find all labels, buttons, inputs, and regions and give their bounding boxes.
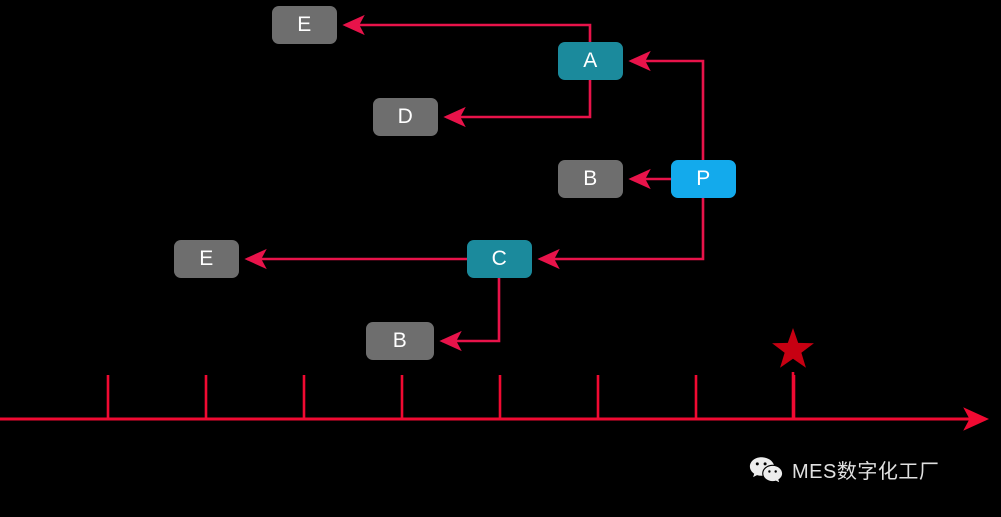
- timeline-group: [0, 328, 990, 431]
- edges-group: [244, 14, 705, 352]
- node-label: B: [583, 166, 598, 190]
- node-e-top[interactable]: E: [272, 6, 337, 44]
- edge-p-to-c: [537, 198, 705, 270]
- edge-p-to-a: [628, 50, 705, 160]
- node-d[interactable]: D: [373, 98, 438, 136]
- wechat-icon: [749, 456, 783, 484]
- node-label: D: [397, 104, 414, 128]
- node-a[interactable]: A: [558, 42, 623, 80]
- node-b-mid[interactable]: B: [558, 160, 623, 198]
- watermark: MES数字化工厂: [749, 455, 939, 484]
- edge-c-to-b-bot: [439, 278, 501, 352]
- node-label: E: [297, 12, 312, 36]
- node-label: B: [392, 328, 408, 352]
- node-c[interactable]: C: [467, 240, 532, 278]
- node-label: C: [491, 246, 508, 270]
- star-marker[interactable]: [772, 328, 814, 368]
- node-label: A: [583, 48, 598, 72]
- node-e-mid[interactable]: E: [174, 240, 239, 278]
- node-label: P: [696, 166, 711, 190]
- edge-a-to-e-top: [342, 14, 592, 42]
- node-p[interactable]: P: [671, 160, 736, 198]
- node-b-bottom[interactable]: B: [366, 322, 434, 360]
- watermark-text: MES数字化工厂: [792, 461, 940, 483]
- node-label: E: [199, 246, 214, 270]
- edge-a-to-d: [443, 80, 592, 128]
